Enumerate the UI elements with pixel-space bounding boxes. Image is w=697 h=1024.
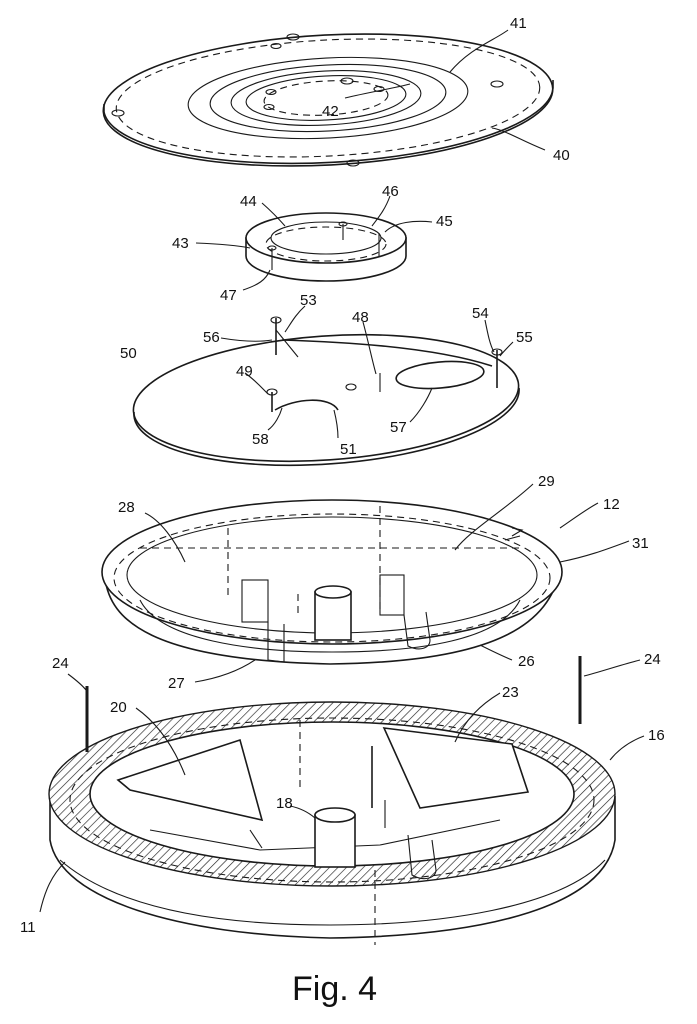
label-44: 44 — [240, 193, 257, 210]
label-43: 43 — [172, 235, 189, 252]
label-24-right: 24 — [644, 651, 661, 668]
label-24-left: 24 — [52, 655, 69, 672]
label-46: 46 — [382, 183, 399, 200]
label-49: 49 — [236, 363, 253, 380]
label-18: 18 — [276, 795, 293, 812]
label-31: 31 — [632, 535, 649, 552]
circuit-board — [129, 317, 523, 473]
label-16: 16 — [648, 727, 665, 744]
label-47: 47 — [220, 287, 237, 304]
label-41: 41 — [510, 15, 527, 32]
label-42: 42 — [322, 103, 339, 120]
label-51: 51 — [340, 441, 357, 458]
base-housing — [49, 702, 615, 945]
label-27: 27 — [168, 675, 185, 692]
label-58: 58 — [252, 431, 269, 448]
label-29: 29 — [538, 473, 555, 490]
label-23: 23 — [502, 684, 519, 701]
label-57: 57 — [390, 419, 407, 436]
label-20: 20 — [110, 699, 127, 716]
label-54: 54 — [472, 305, 489, 322]
label-55: 55 — [516, 329, 533, 346]
label-45: 45 — [436, 213, 453, 230]
label-53: 53 — [300, 292, 317, 309]
label-40: 40 — [553, 147, 570, 164]
label-11: 11 — [20, 919, 36, 936]
label-26: 26 — [518, 653, 535, 670]
upper-bowl — [102, 500, 562, 664]
label-28: 28 — [118, 499, 135, 516]
label-48: 48 — [352, 309, 369, 326]
figure-caption: Fig. 4 — [292, 970, 377, 1008]
top-plate — [100, 23, 556, 176]
label-56: 56 — [203, 329, 220, 346]
label-50: 50 — [120, 345, 137, 362]
label-12: 12 — [603, 496, 620, 513]
